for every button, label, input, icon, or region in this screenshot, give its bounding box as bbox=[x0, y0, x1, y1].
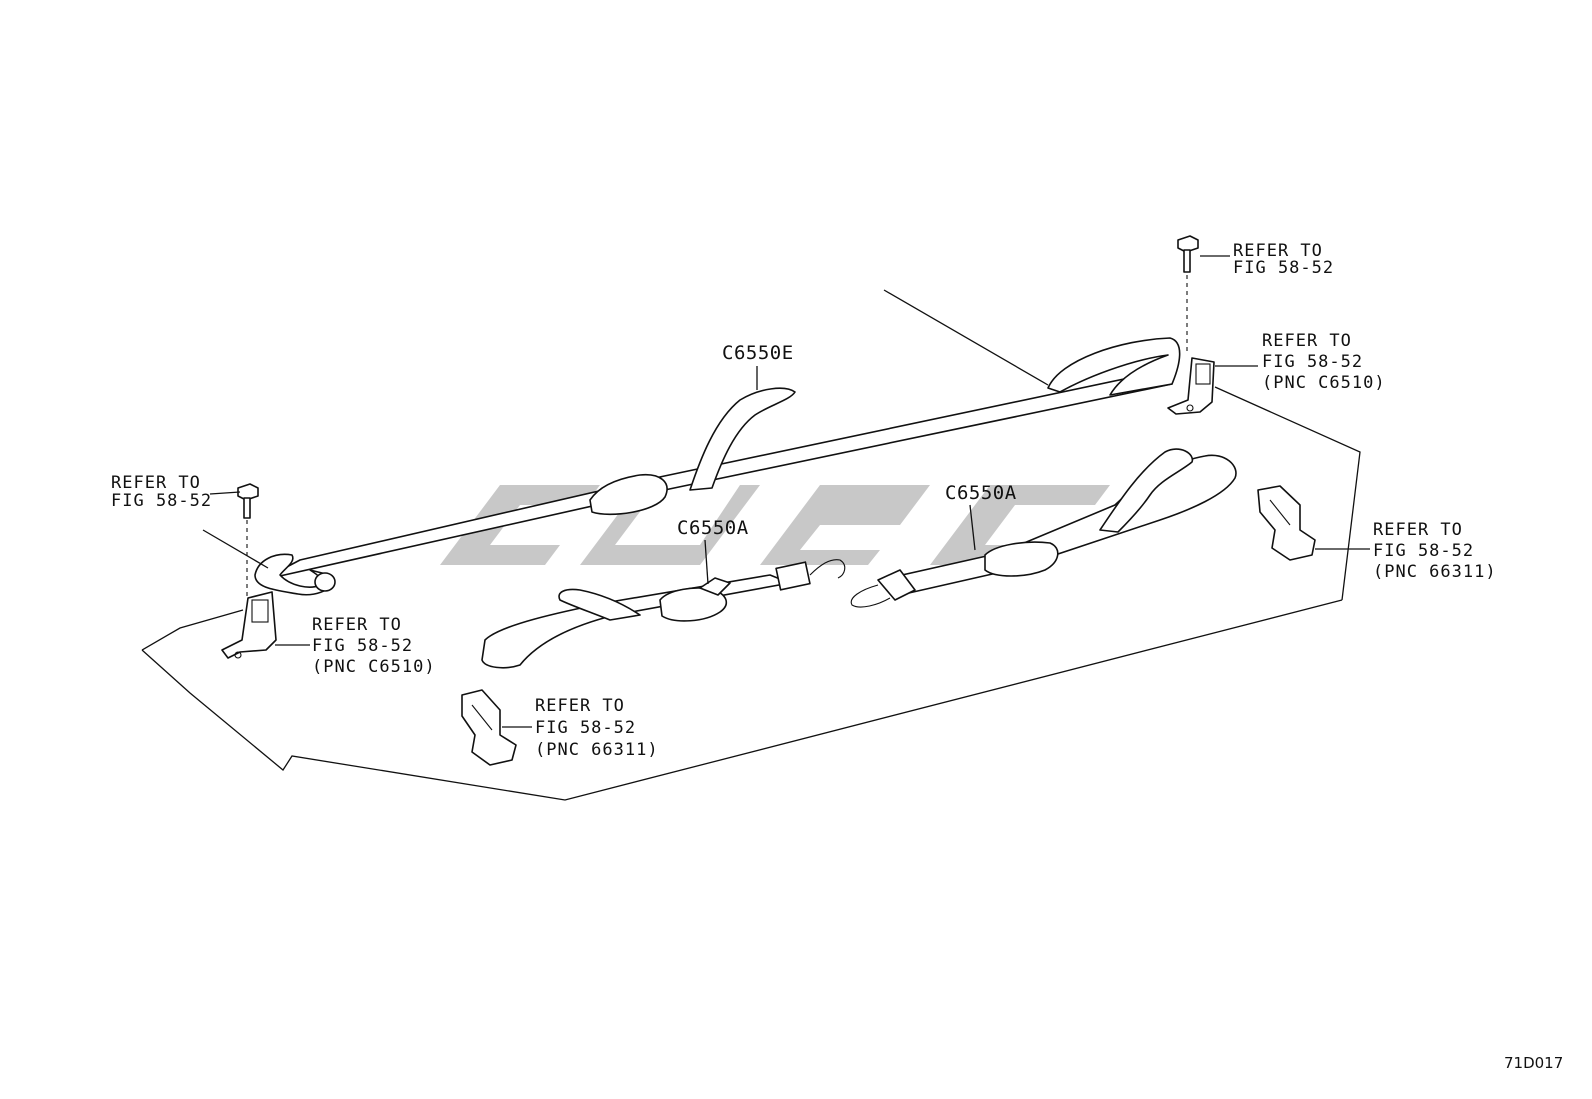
callout-line: (PNC 66311) bbox=[1373, 562, 1497, 582]
callout-hook-top-right: REFER TO FIG 58-52 (PNC C6510) bbox=[1262, 331, 1386, 393]
strap-left-c6550a bbox=[481, 559, 846, 669]
callout-line: (PNC C6510) bbox=[1262, 373, 1386, 393]
callout-bolt-left: REFER TO FIG 58-52 bbox=[111, 473, 212, 511]
retainer-clip-bottom bbox=[461, 689, 517, 766]
callout-clip-right: REFER TO FIG 58-52 (PNC 66311) bbox=[1373, 520, 1497, 582]
callout-line: REFER TO bbox=[312, 615, 402, 635]
bolt-left bbox=[237, 483, 259, 600]
part-number-c6550a-left[interactable]: C6550A bbox=[677, 517, 749, 539]
callout-line: FIG 58-52 bbox=[111, 491, 212, 511]
callout-line: FIG 58-52 bbox=[535, 718, 636, 738]
strap-long-c6550e bbox=[254, 337, 1181, 596]
callout-line: (PNC 66311) bbox=[535, 740, 659, 760]
part-number-c6550e[interactable]: C6550E bbox=[722, 342, 794, 364]
part-number-c6550a-right[interactable]: C6550A bbox=[945, 482, 1017, 504]
callout-line: REFER TO bbox=[1262, 331, 1352, 351]
cargo-floor-outline bbox=[141, 289, 1361, 801]
leader-lines bbox=[202, 255, 1370, 728]
callout-line: REFER TO bbox=[1373, 520, 1463, 540]
callout-line: FIG 58-52 bbox=[1262, 352, 1363, 372]
callout-hook-left: REFER TO FIG 58-52 (PNC C6510) bbox=[312, 615, 436, 677]
drawing-code: 71D017 bbox=[1504, 1054, 1563, 1072]
callout-line: FIG 58-52 bbox=[312, 636, 413, 656]
anchor-hook-right bbox=[1167, 357, 1215, 415]
callout-clip-bottom: REFER TO FIG 58-52 (PNC 66311) bbox=[535, 696, 659, 760]
anchor-hook-left bbox=[221, 591, 277, 659]
callout-bolt-top-right: REFER TO FIG 58-52 bbox=[1233, 241, 1334, 278]
strap-right-c6550a bbox=[850, 448, 1237, 608]
bolt-right bbox=[1177, 235, 1199, 355]
callout-line: FIG 58-52 bbox=[1233, 258, 1334, 278]
callout-line: (PNC C6510) bbox=[312, 657, 436, 677]
callout-line: FIG 58-52 bbox=[1373, 541, 1474, 561]
callout-line: REFER TO bbox=[111, 473, 201, 493]
callout-line: REFER TO bbox=[535, 696, 625, 716]
callout-line: REFER TO bbox=[1233, 241, 1323, 261]
retainer-clip-right bbox=[1257, 485, 1316, 561]
